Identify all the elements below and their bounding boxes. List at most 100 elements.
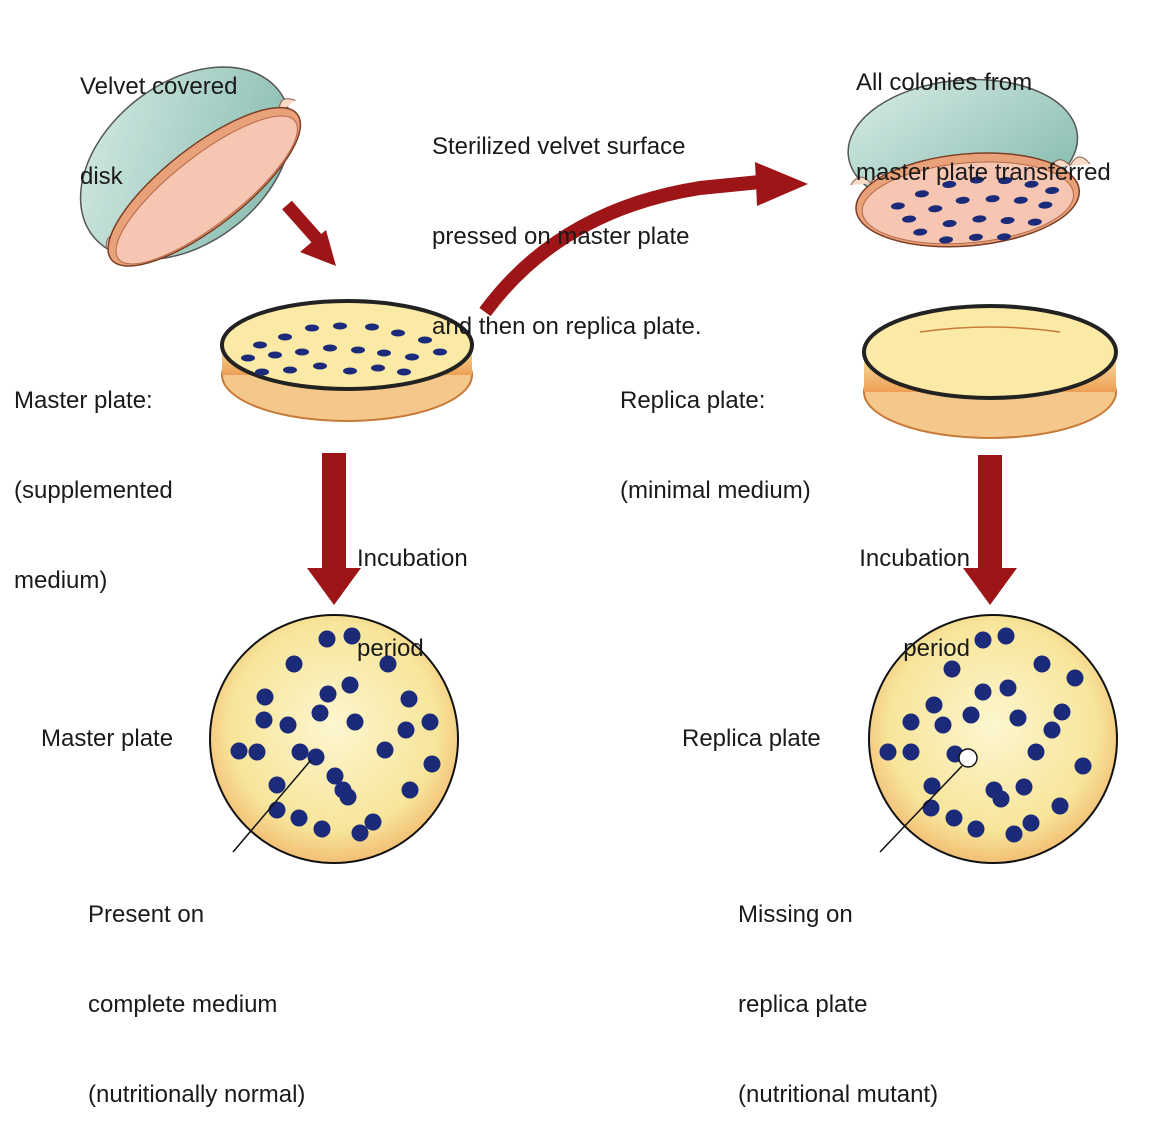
colony [249,744,266,761]
label-line: pressed on master plate [432,222,702,252]
colony [993,791,1010,808]
colony [320,686,337,703]
colony [1000,680,1017,697]
label-line: Missing on [738,900,938,930]
colony [391,330,405,337]
colony [1044,722,1061,739]
label-replica-plate-top: Replica plate: (minimal medium) [620,326,811,536]
colony [241,355,255,362]
colony [422,714,439,731]
colony [295,349,309,356]
colony [314,821,331,838]
colony [286,656,303,673]
label-line: period [830,634,970,664]
colony [291,810,308,827]
label-present-note: Present on complete medium (nutritionall… [88,840,305,1140]
colony [946,810,963,827]
label-line: Incubation [830,544,970,574]
label-line: Velvet covered [80,72,237,102]
colony [308,749,325,766]
colony [313,363,327,370]
label-line: Present on [88,900,305,930]
colony [283,367,297,374]
label-line: medium) [14,566,173,596]
colony [1075,758,1092,775]
colony [255,369,269,376]
label-line: (minimal medium) [620,476,811,506]
colony [405,354,419,361]
colony [371,365,385,372]
colony [1010,710,1027,727]
colony [377,742,394,759]
colony [963,707,980,724]
colony [351,347,365,354]
colony [397,369,411,376]
label-line: All colonies from [856,68,1111,98]
colony [975,684,992,701]
colony [305,325,319,332]
colony [935,717,952,734]
label-velvet-disk: Velvet covered disk [80,12,237,222]
label-line: disk [80,162,237,192]
colony [340,789,357,806]
colony [377,350,391,357]
colony [926,697,943,714]
colony [1016,779,1033,796]
colony [365,814,382,831]
colony [1006,826,1023,843]
colony [418,337,432,344]
label-master-plate-bottom: Master plate [41,724,173,754]
colony [402,782,419,799]
colony [257,689,274,706]
colony [253,342,267,349]
colony [1028,744,1045,761]
colony [365,324,379,331]
replica-plate-dish [864,306,1116,438]
colony [903,744,920,761]
label-incubation-left: Incubation period [357,484,468,694]
colony [968,821,985,838]
colony [923,800,940,817]
colony [424,756,441,773]
label-line: Sterilized velvet surface [432,132,702,162]
missing-colony-marker [959,749,977,767]
colony [352,825,369,842]
label-all-colonies: All colonies from master plate transferr… [856,8,1111,218]
label-line: (supplemented [14,476,173,506]
colony [1067,670,1084,687]
colony [327,768,344,785]
colony [312,705,329,722]
arrow-incubation-right [963,455,1017,605]
label-line: replica plate [738,990,938,1020]
label-master-plate-top: Master plate: (supplemented medium) [14,326,173,626]
label-line: Replica plate: [620,386,811,416]
colony [880,744,897,761]
colony [333,323,347,330]
label-line: Master plate: [14,386,173,416]
label-line: complete medium [88,990,305,1020]
colony [342,677,359,694]
colony [280,717,297,734]
label-line: master plate transferred [856,158,1111,188]
colony [1052,798,1069,815]
colony [269,777,286,794]
colony [323,345,337,352]
label-incubation-right: Incubation period [830,484,970,694]
label-missing-note: Missing on replica plate (nutritional mu… [738,840,938,1140]
label-line: period [357,634,468,664]
colony [1034,656,1051,673]
colony [975,632,992,649]
colony [347,714,364,731]
colony [903,714,920,731]
label-line: Incubation [357,544,468,574]
label-line: (nutritionally normal) [88,1080,305,1110]
label-replica-plate-bottom: Replica plate [682,724,821,754]
colony [256,712,273,729]
arrow-incubation-left [307,453,361,605]
label-line: (nutritional mutant) [738,1080,938,1110]
colony [1054,704,1071,721]
colony [998,628,1015,645]
colony [343,368,357,375]
colony [268,352,282,359]
colony [292,744,309,761]
